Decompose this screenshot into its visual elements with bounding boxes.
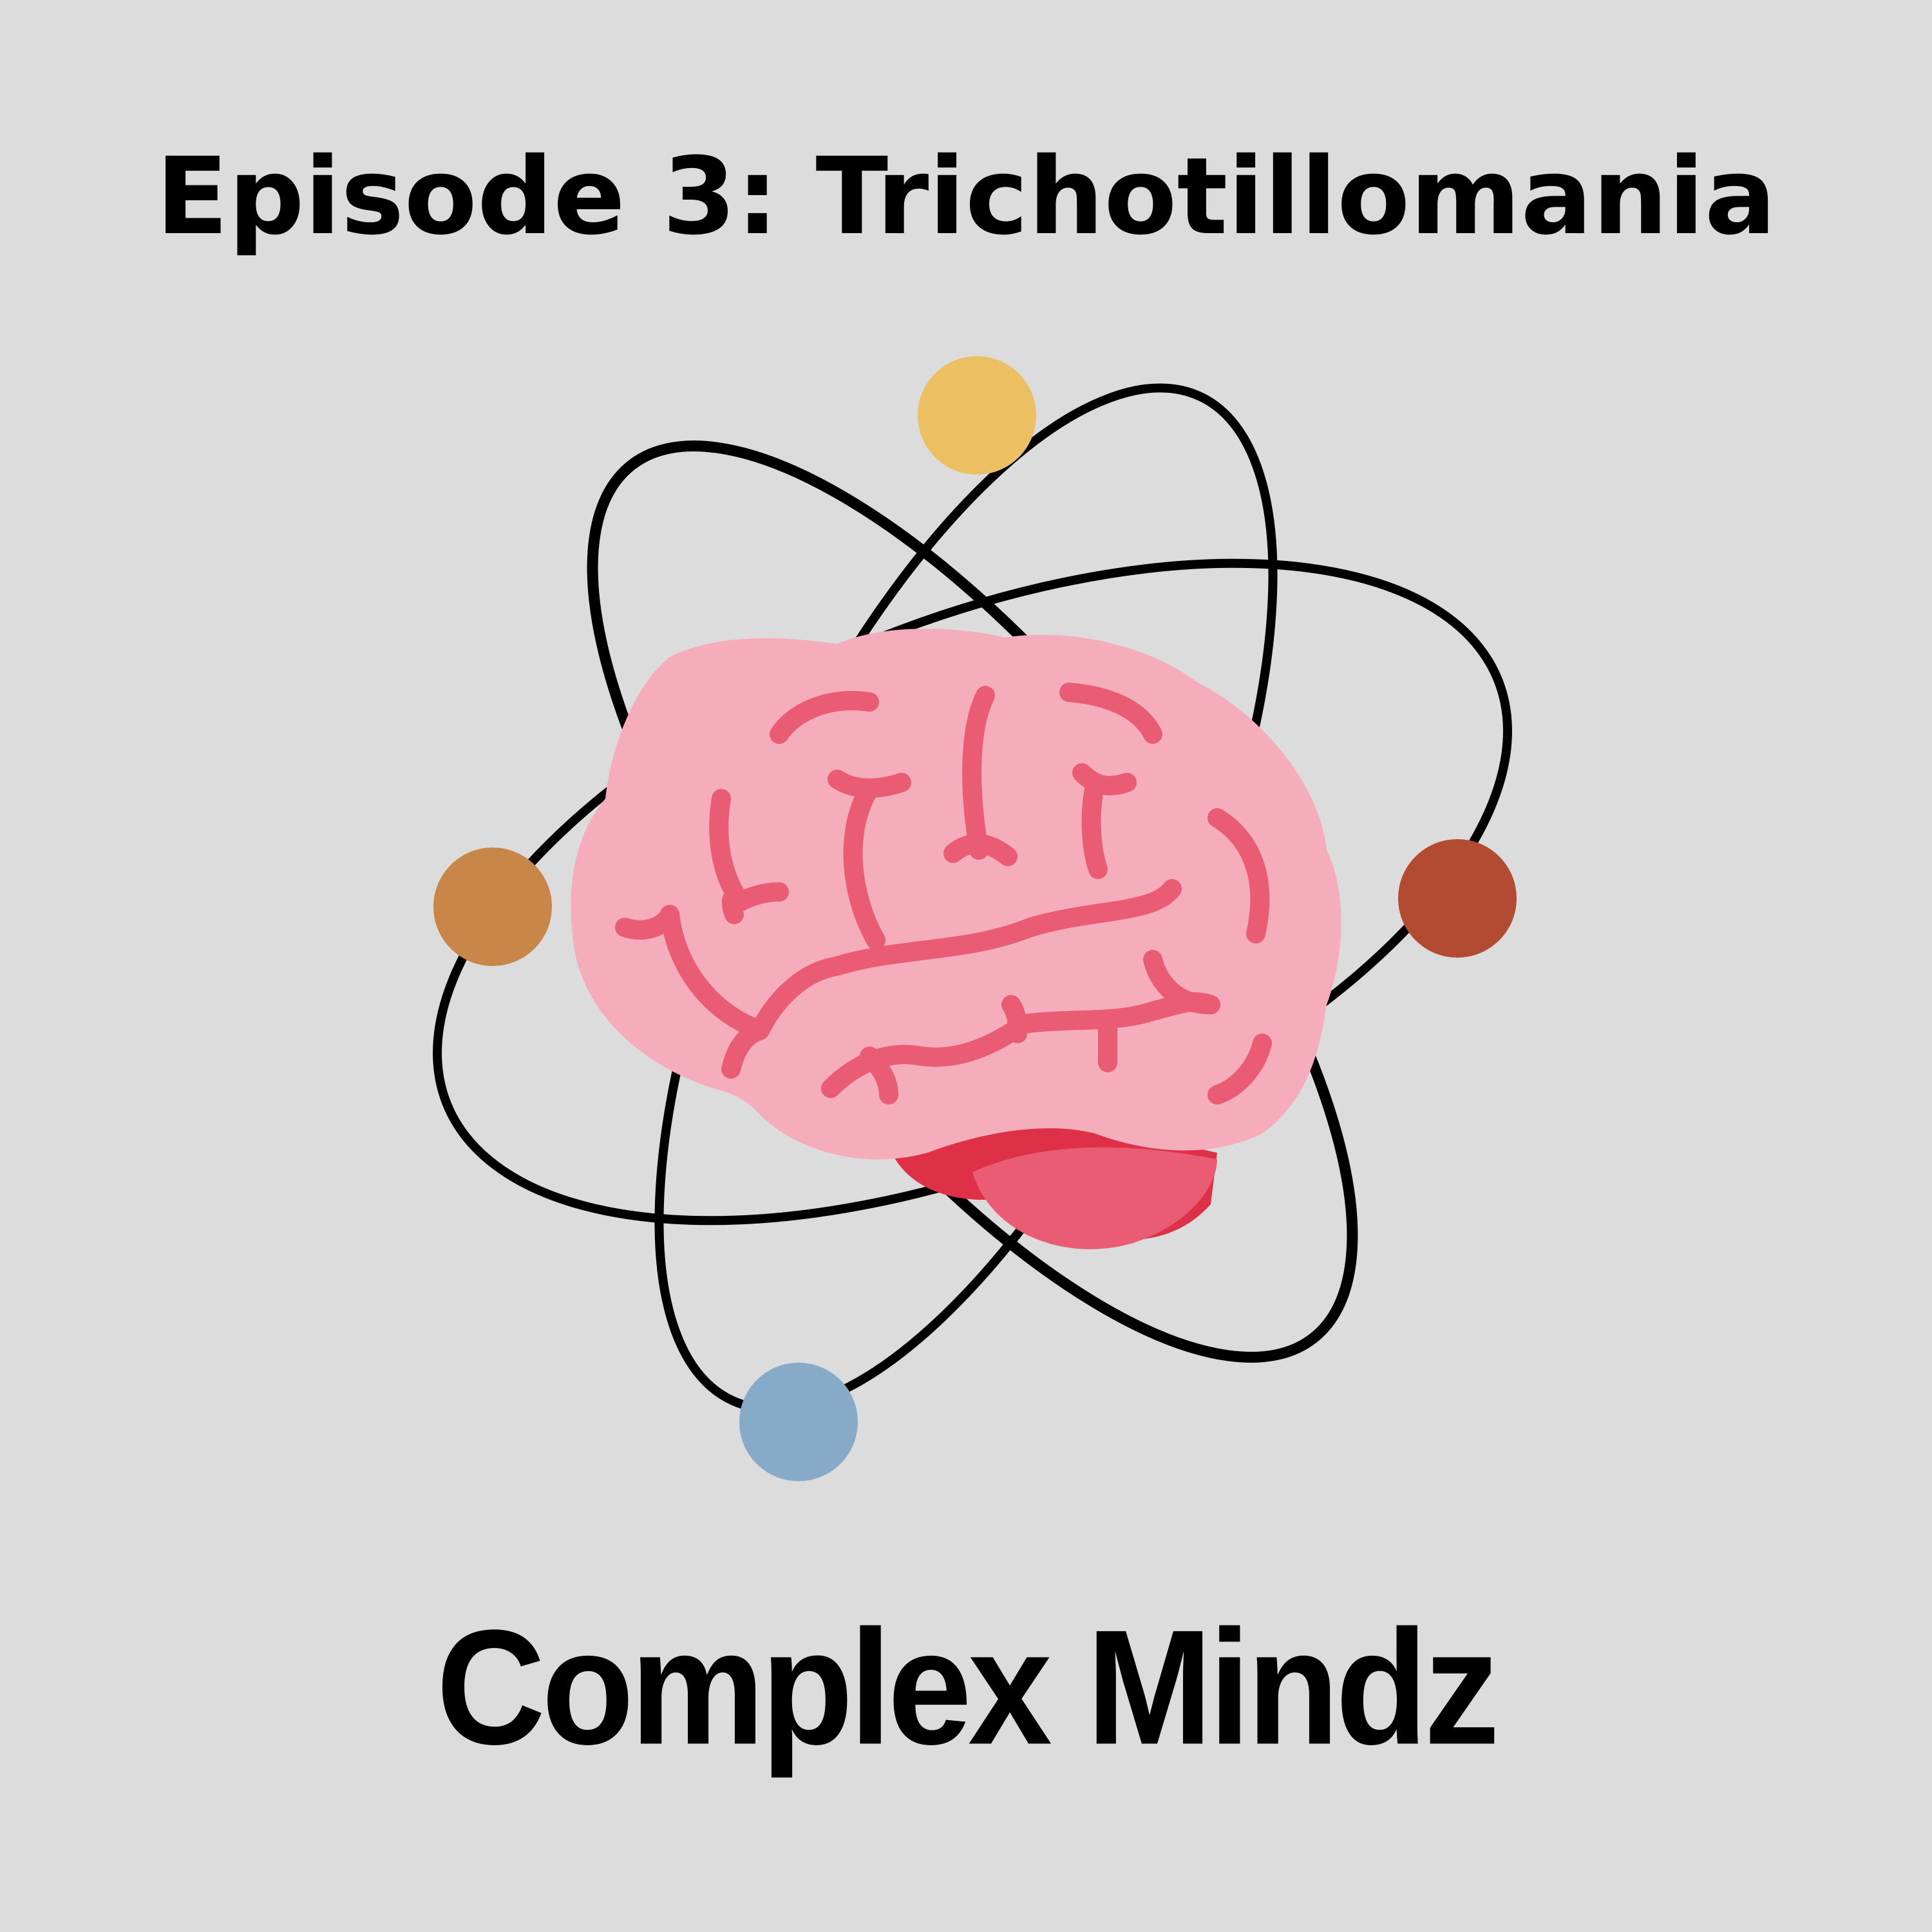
electron-red — [1398, 839, 1517, 958]
brain-folds — [615, 683, 1272, 1104]
electron-orange — [433, 848, 552, 966]
electron-blue — [739, 1363, 858, 1481]
electron-yellow — [918, 356, 1036, 475]
show-title: Complex Mindz — [436, 1595, 1499, 1779]
brain-stem — [972, 1147, 1217, 1249]
brain-icon — [571, 629, 1341, 1249]
episode-title: Episode 3: Trichotillomania — [155, 135, 1777, 258]
brain-cerebrum — [571, 629, 1341, 1160]
electrons — [433, 356, 1517, 1481]
